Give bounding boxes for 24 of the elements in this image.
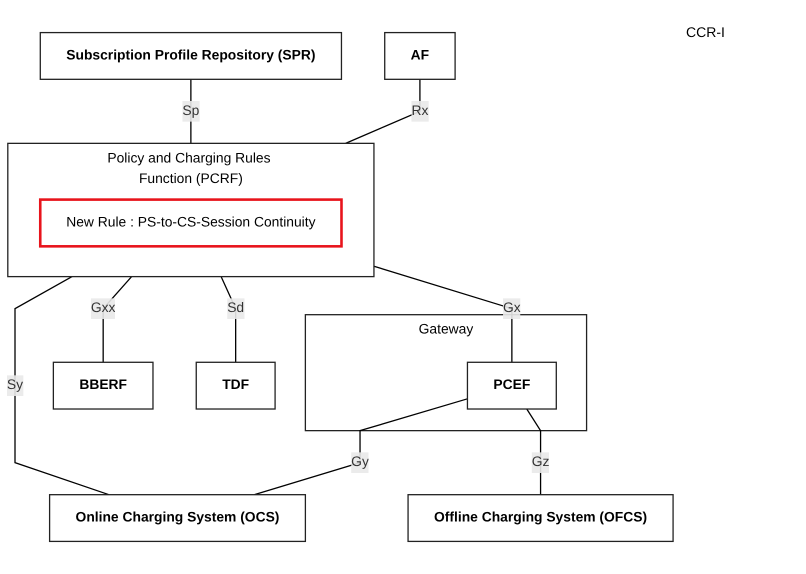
connector xyxy=(374,266,513,362)
node-box: Offline Charging System (OFCS) xyxy=(407,494,674,542)
edge-label: Sy xyxy=(6,378,24,393)
edge-label: Gy xyxy=(351,454,369,470)
edge-label: Gxx xyxy=(90,300,116,316)
edge-label: Rx xyxy=(411,104,428,118)
node-box: Subscription Profile Repository (SPR) xyxy=(40,32,342,80)
node-box: PCEF xyxy=(466,362,557,410)
node-box: BBERF xyxy=(52,362,154,410)
connector xyxy=(526,408,542,495)
connector xyxy=(220,276,236,362)
node-box: AF xyxy=(384,32,456,80)
node-box: New Rule : PS-to-CS-Session Continuity xyxy=(38,198,343,248)
node-box: Online Charging System (OCS) xyxy=(48,494,306,542)
connector xyxy=(345,79,421,144)
connector xyxy=(14,276,110,496)
edge-label: Sp xyxy=(182,104,200,118)
interface-label: CCR-I xyxy=(686,24,726,40)
connector xyxy=(254,398,468,496)
edge-label: Gz xyxy=(532,454,550,470)
node-box: TDF xyxy=(196,362,276,410)
edge-label: Sd xyxy=(227,300,244,316)
edge-label: Gx xyxy=(503,300,521,316)
connector xyxy=(190,79,192,144)
